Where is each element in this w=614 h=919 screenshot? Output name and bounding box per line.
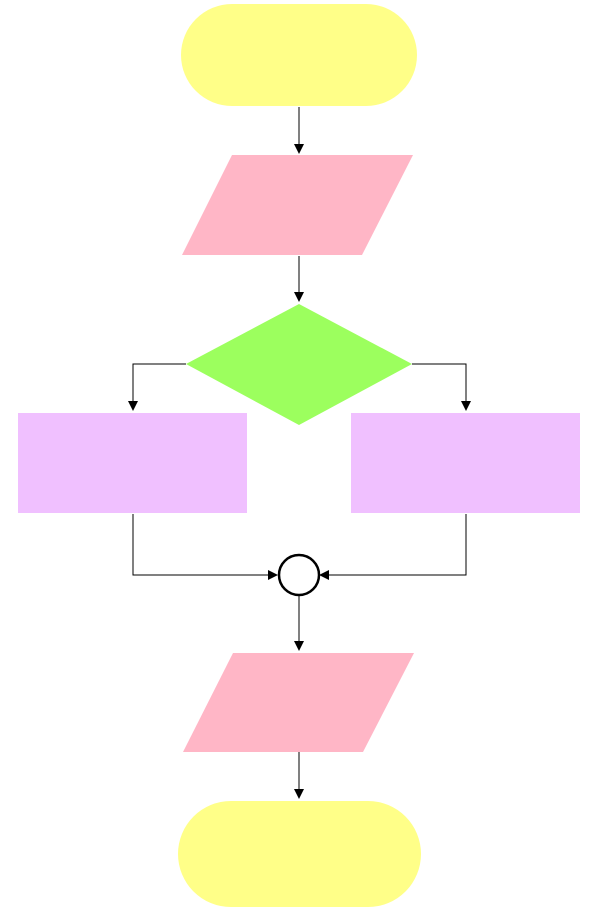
output-data-shape <box>183 653 414 752</box>
process-right-box <box>351 413 580 513</box>
merge-connector-circle <box>277 553 321 597</box>
decision-shape <box>186 304 412 425</box>
input-parallelogram <box>182 155 413 255</box>
edge-right-to-merge <box>319 514 467 580</box>
edge-decision-to-left <box>128 363 186 411</box>
edge-decision-to-right <box>412 363 471 411</box>
connector-lines <box>128 107 471 799</box>
output-parallelogram <box>183 653 414 752</box>
start-terminator-shape <box>181 4 417 106</box>
edge-left-to-merge <box>132 514 278 580</box>
decision-diamond <box>186 304 412 425</box>
end-terminator-shape <box>178 801 421 907</box>
input-data-shape <box>182 155 413 255</box>
process-left-box <box>18 413 247 513</box>
merge-connector <box>277 553 321 597</box>
process-right <box>351 413 580 513</box>
process-left <box>18 413 247 513</box>
start-terminator <box>181 4 417 106</box>
end-terminator <box>178 801 421 907</box>
